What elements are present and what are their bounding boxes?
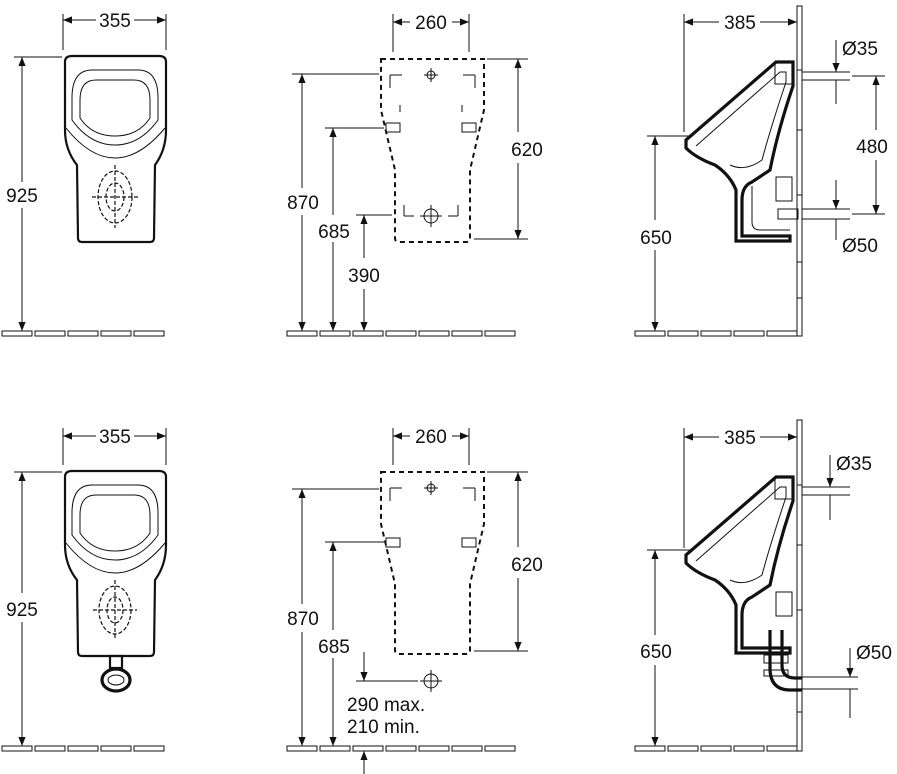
front-view-bottom: 355 925: [1, 427, 168, 752]
inlet-diameter-label: Ø35: [842, 39, 878, 60]
rim-height-label: 650: [640, 642, 672, 663]
total-height-label: 870: [287, 193, 319, 214]
floor-tiles: [286, 745, 516, 752]
front-height-label: 925: [6, 186, 38, 207]
side-view-bottom: 385 Ø35 Ø50 650: [634, 419, 892, 752]
outlet-diameter-label: Ø50: [842, 236, 878, 257]
wall: [796, 5, 803, 337]
urinal-profile: [684, 475, 795, 655]
floor-tiles: [1, 330, 165, 337]
depth-label: 385: [724, 428, 756, 449]
outlet-diameter-label: Ø50: [856, 643, 892, 664]
floor-tiles: [286, 330, 516, 337]
side-view-top: 385 Ø35 480 Ø50 650: [634, 5, 888, 337]
front-width-label: 355: [99, 427, 131, 448]
total-height-label: 870: [287, 609, 319, 630]
wall: [796, 419, 803, 752]
urinal-body: [63, 469, 168, 658]
body-height-label: 620: [511, 555, 543, 576]
front-width-label: 355: [99, 11, 131, 32]
mounting-outline: [380, 58, 485, 243]
fixing-height-label: 685: [318, 222, 350, 243]
pipe-distance-label: 480: [856, 137, 888, 158]
mounting-width-label: 260: [415, 427, 447, 448]
mounting-width-label: 260: [415, 13, 447, 34]
floor-tiles: [634, 745, 798, 752]
outlet-marker-icon: [92, 165, 138, 228]
siphon-trap: [763, 630, 802, 692]
outlet-min-label: 210 min.: [347, 717, 420, 738]
front-view-top: 355 925: [1, 11, 168, 337]
floor-tiles: [1, 745, 165, 752]
urinal-profile: [684, 60, 795, 243]
outlet-marker-icon: [93, 580, 137, 640]
mounting-view-bottom: 260 870 685 620 290 max. 210 m: [286, 427, 543, 774]
siphon-trap: [100, 654, 132, 693]
outlet-max-label: 290 max.: [347, 695, 425, 716]
depth-label: 385: [724, 13, 756, 34]
mounting-outline: [380, 471, 485, 655]
floor-tiles: [634, 330, 798, 337]
urinal-body: [63, 54, 168, 244]
mounting-view-top: 260 870 685 390: [286, 13, 543, 337]
body-height-label: 620: [511, 140, 543, 161]
rim-height-label: 650: [640, 228, 672, 249]
front-height-label: 925: [6, 600, 38, 621]
outlet-height-label: 390: [348, 266, 380, 287]
fixing-height-label: 685: [318, 637, 350, 658]
inlet-diameter-label: Ø35: [836, 454, 872, 475]
